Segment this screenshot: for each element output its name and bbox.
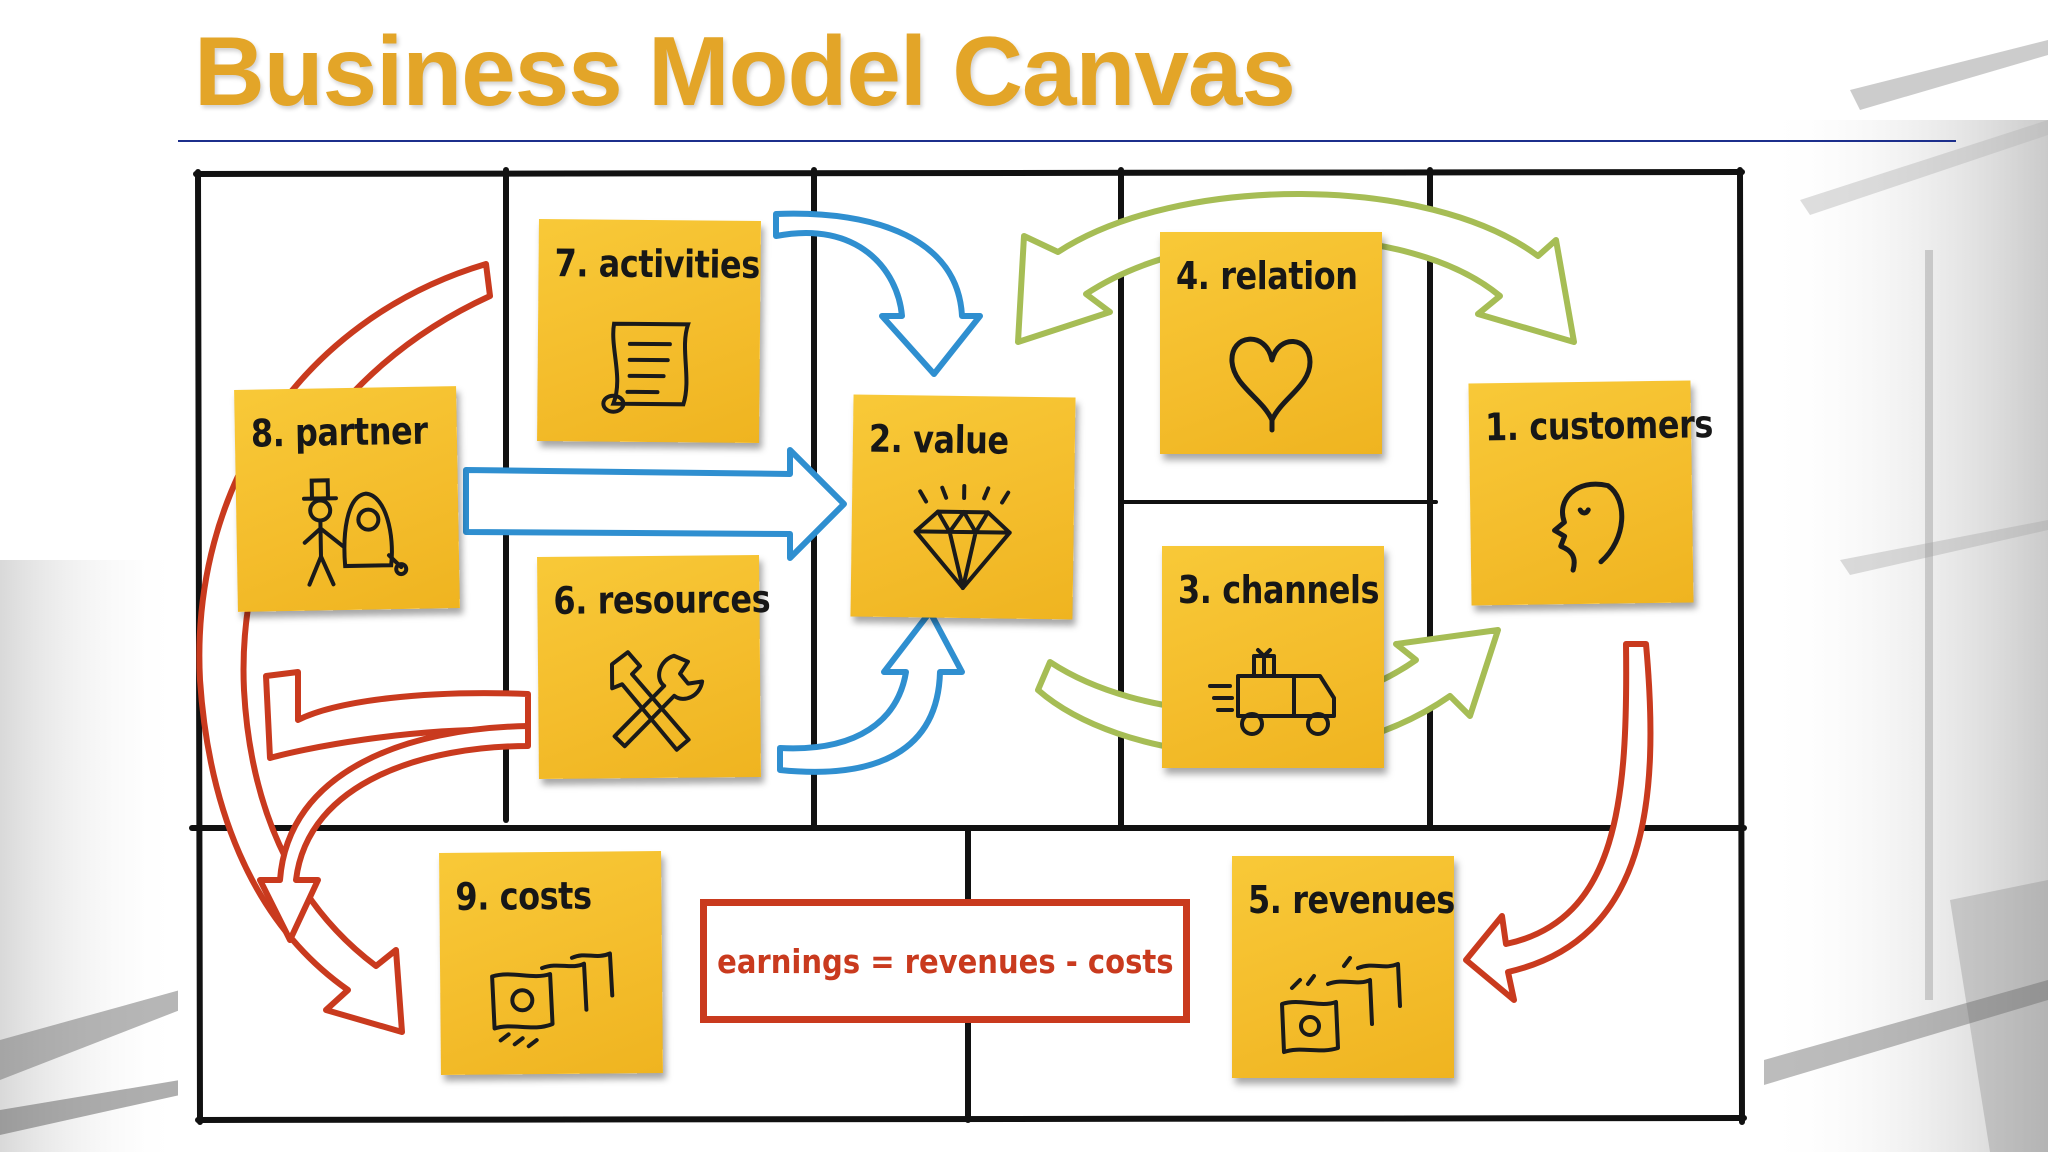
note-resources: 6. resources — [537, 555, 771, 779]
scroll-icon — [601, 321, 691, 414]
note-revenues: 5. revenues — [1232, 856, 1455, 1078]
title-divider — [178, 140, 1956, 142]
note-costs: 9. costs — [439, 851, 663, 1075]
grid-outline-right — [1737, 167, 1745, 1125]
note-revenues-label: 5. revenues — [1248, 878, 1455, 922]
note-channels-label: 3. channels — [1178, 568, 1380, 612]
note-activities-label: 7. activities — [554, 241, 761, 287]
money-icon — [490, 951, 615, 1049]
note-channels: 3. channels — [1162, 546, 1384, 768]
red-arrow-resources-costs — [263, 669, 531, 761]
note-relation: 4. relation — [1160, 232, 1382, 454]
note-customers-label: 1. customers — [1484, 402, 1714, 450]
note-costs-label: 9. costs — [455, 873, 592, 919]
earnings-formula-text: earnings = revenues - costs — [716, 941, 1174, 981]
diamond-icon — [913, 484, 1012, 591]
note-partner-label: 8. partner — [250, 408, 428, 456]
note-partner: 8. partner — [234, 386, 460, 612]
note-customers: 1. customers — [1468, 380, 1714, 606]
blue-arrow-resources-value — [777, 609, 965, 775]
grid-outline-top — [193, 169, 1745, 177]
slide-title: Business Model Canvas — [194, 16, 1296, 126]
money-icon — [1280, 956, 1402, 1054]
face-icon — [1552, 481, 1625, 573]
heart-icon — [1229, 336, 1313, 433]
note-resources-label: 6. resources — [553, 576, 771, 623]
blue-arrows — [463, 210, 983, 775]
blue-arrow-activities-value — [773, 210, 983, 377]
blue-arrow-partner-value — [463, 447, 847, 561]
note-activities: 7. activities — [537, 219, 761, 443]
bride-groom-icon — [301, 478, 409, 587]
note-value-label: 2. value — [868, 416, 1009, 463]
truck-icon — [1208, 648, 1336, 736]
red-arrow-resources-down — [257, 723, 531, 943]
earnings-formula-box: earnings = revenues - costs — [700, 899, 1190, 1023]
red-arrow-customers-revenues — [1463, 641, 1654, 1003]
note-value: 2. value — [850, 394, 1076, 620]
note-relation-label: 4. relation — [1176, 254, 1358, 298]
tools-icon — [609, 650, 705, 752]
